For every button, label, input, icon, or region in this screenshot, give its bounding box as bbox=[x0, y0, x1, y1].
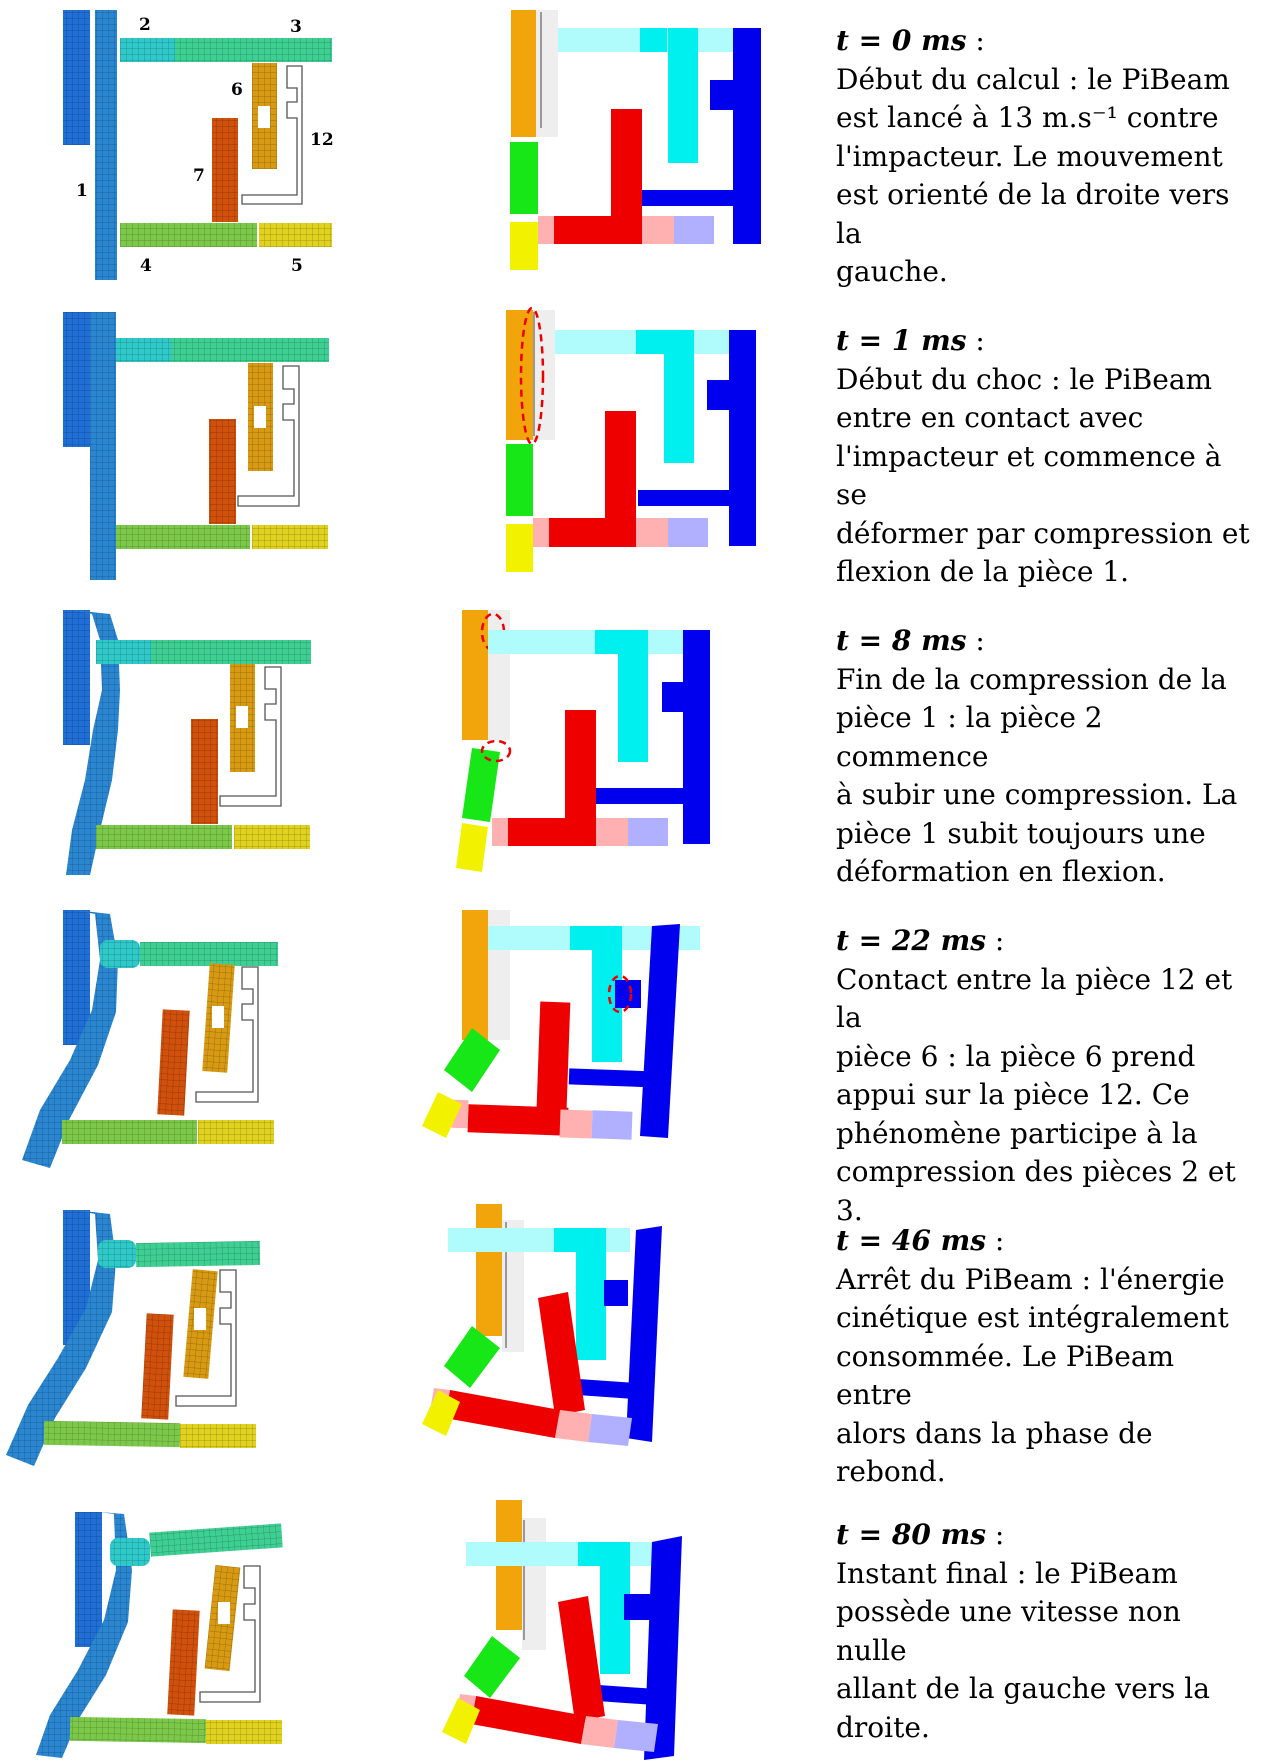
time-label: t = 80 ms bbox=[836, 1518, 986, 1551]
row-t8: t = 8 ms : Fin de la compression de la p… bbox=[0, 600, 1264, 890]
description-text: Début du choc : le PiBeam entre en conta… bbox=[836, 361, 1256, 592]
row-t1: t = 1 ms : Début du choc : le PiBeam ent… bbox=[0, 300, 1264, 590]
part-label: 4 bbox=[140, 256, 152, 276]
part-label: 5 bbox=[291, 256, 303, 276]
description-t22: t = 22 ms : Contact entre la pièce 12 et… bbox=[836, 922, 1256, 1230]
part-label: 7 bbox=[193, 166, 205, 186]
time-label: t = 46 ms bbox=[836, 1224, 986, 1257]
row-t46: t = 46 ms : Arrêt du PiBeam : l'énergie … bbox=[0, 1200, 1264, 1490]
fem-mesh-t22 bbox=[0, 900, 420, 1190]
time-label: t = 0 ms bbox=[836, 24, 967, 57]
description-t46: t = 46 ms : Arrêt du PiBeam : l'énergie … bbox=[836, 1222, 1256, 1492]
description-text: Arrêt du PiBeam : l'énergie cinétique es… bbox=[836, 1261, 1256, 1492]
part-label: 3 bbox=[290, 17, 302, 37]
fem-mesh-t8 bbox=[0, 600, 420, 890]
part-label: 2 bbox=[139, 15, 151, 35]
fem-mesh-t80 bbox=[0, 1470, 420, 1760]
part-label: 12 bbox=[310, 130, 334, 150]
part-label: 1 bbox=[76, 181, 88, 201]
description-text: Fin de la compression de la pièce 1 : la… bbox=[836, 661, 1256, 892]
fem-parts bbox=[63, 10, 332, 280]
description-t0: t = 0 ms : Début du calcul : le PiBeam e… bbox=[836, 22, 1256, 292]
fem-mesh-t1 bbox=[0, 300, 420, 590]
fem-mesh-t0: 2 3 1 4 5 6 7 12 bbox=[0, 0, 420, 290]
schematic-t46 bbox=[420, 1200, 840, 1490]
description-t1: t = 1 ms : Début du choc : le PiBeam ent… bbox=[836, 322, 1256, 592]
time-label: t = 8 ms bbox=[836, 624, 967, 657]
description-t8: t = 8 ms : Fin de la compression de la p… bbox=[836, 622, 1256, 892]
time-label: t = 22 ms bbox=[836, 924, 986, 957]
schematic-t0 bbox=[420, 0, 840, 290]
row-t22: t = 22 ms : Contact entre la pièce 12 et… bbox=[0, 900, 1264, 1190]
row-t80: t = 80 ms : Instant final : le PiBeam po… bbox=[0, 1470, 1264, 1760]
fem-mesh-t46 bbox=[0, 1200, 420, 1490]
description-text: Instant final : le PiBeam possède une vi… bbox=[836, 1555, 1256, 1748]
schematic-t1 bbox=[420, 300, 840, 590]
schematic-t80 bbox=[420, 1470, 840, 1760]
description-text: Contact entre la pièce 12 et la pièce 6 … bbox=[836, 961, 1256, 1231]
description-text: Début du calcul : le PiBeam est lancé à … bbox=[836, 61, 1256, 292]
schematic-t22 bbox=[420, 900, 840, 1190]
time-label: t = 1 ms bbox=[836, 324, 967, 357]
part-label: 6 bbox=[231, 80, 243, 100]
row-t0: 2 3 1 4 5 6 7 12 bbox=[0, 0, 1264, 290]
schematic-t8 bbox=[420, 600, 840, 890]
description-t80: t = 80 ms : Instant final : le PiBeam po… bbox=[836, 1516, 1256, 1747]
